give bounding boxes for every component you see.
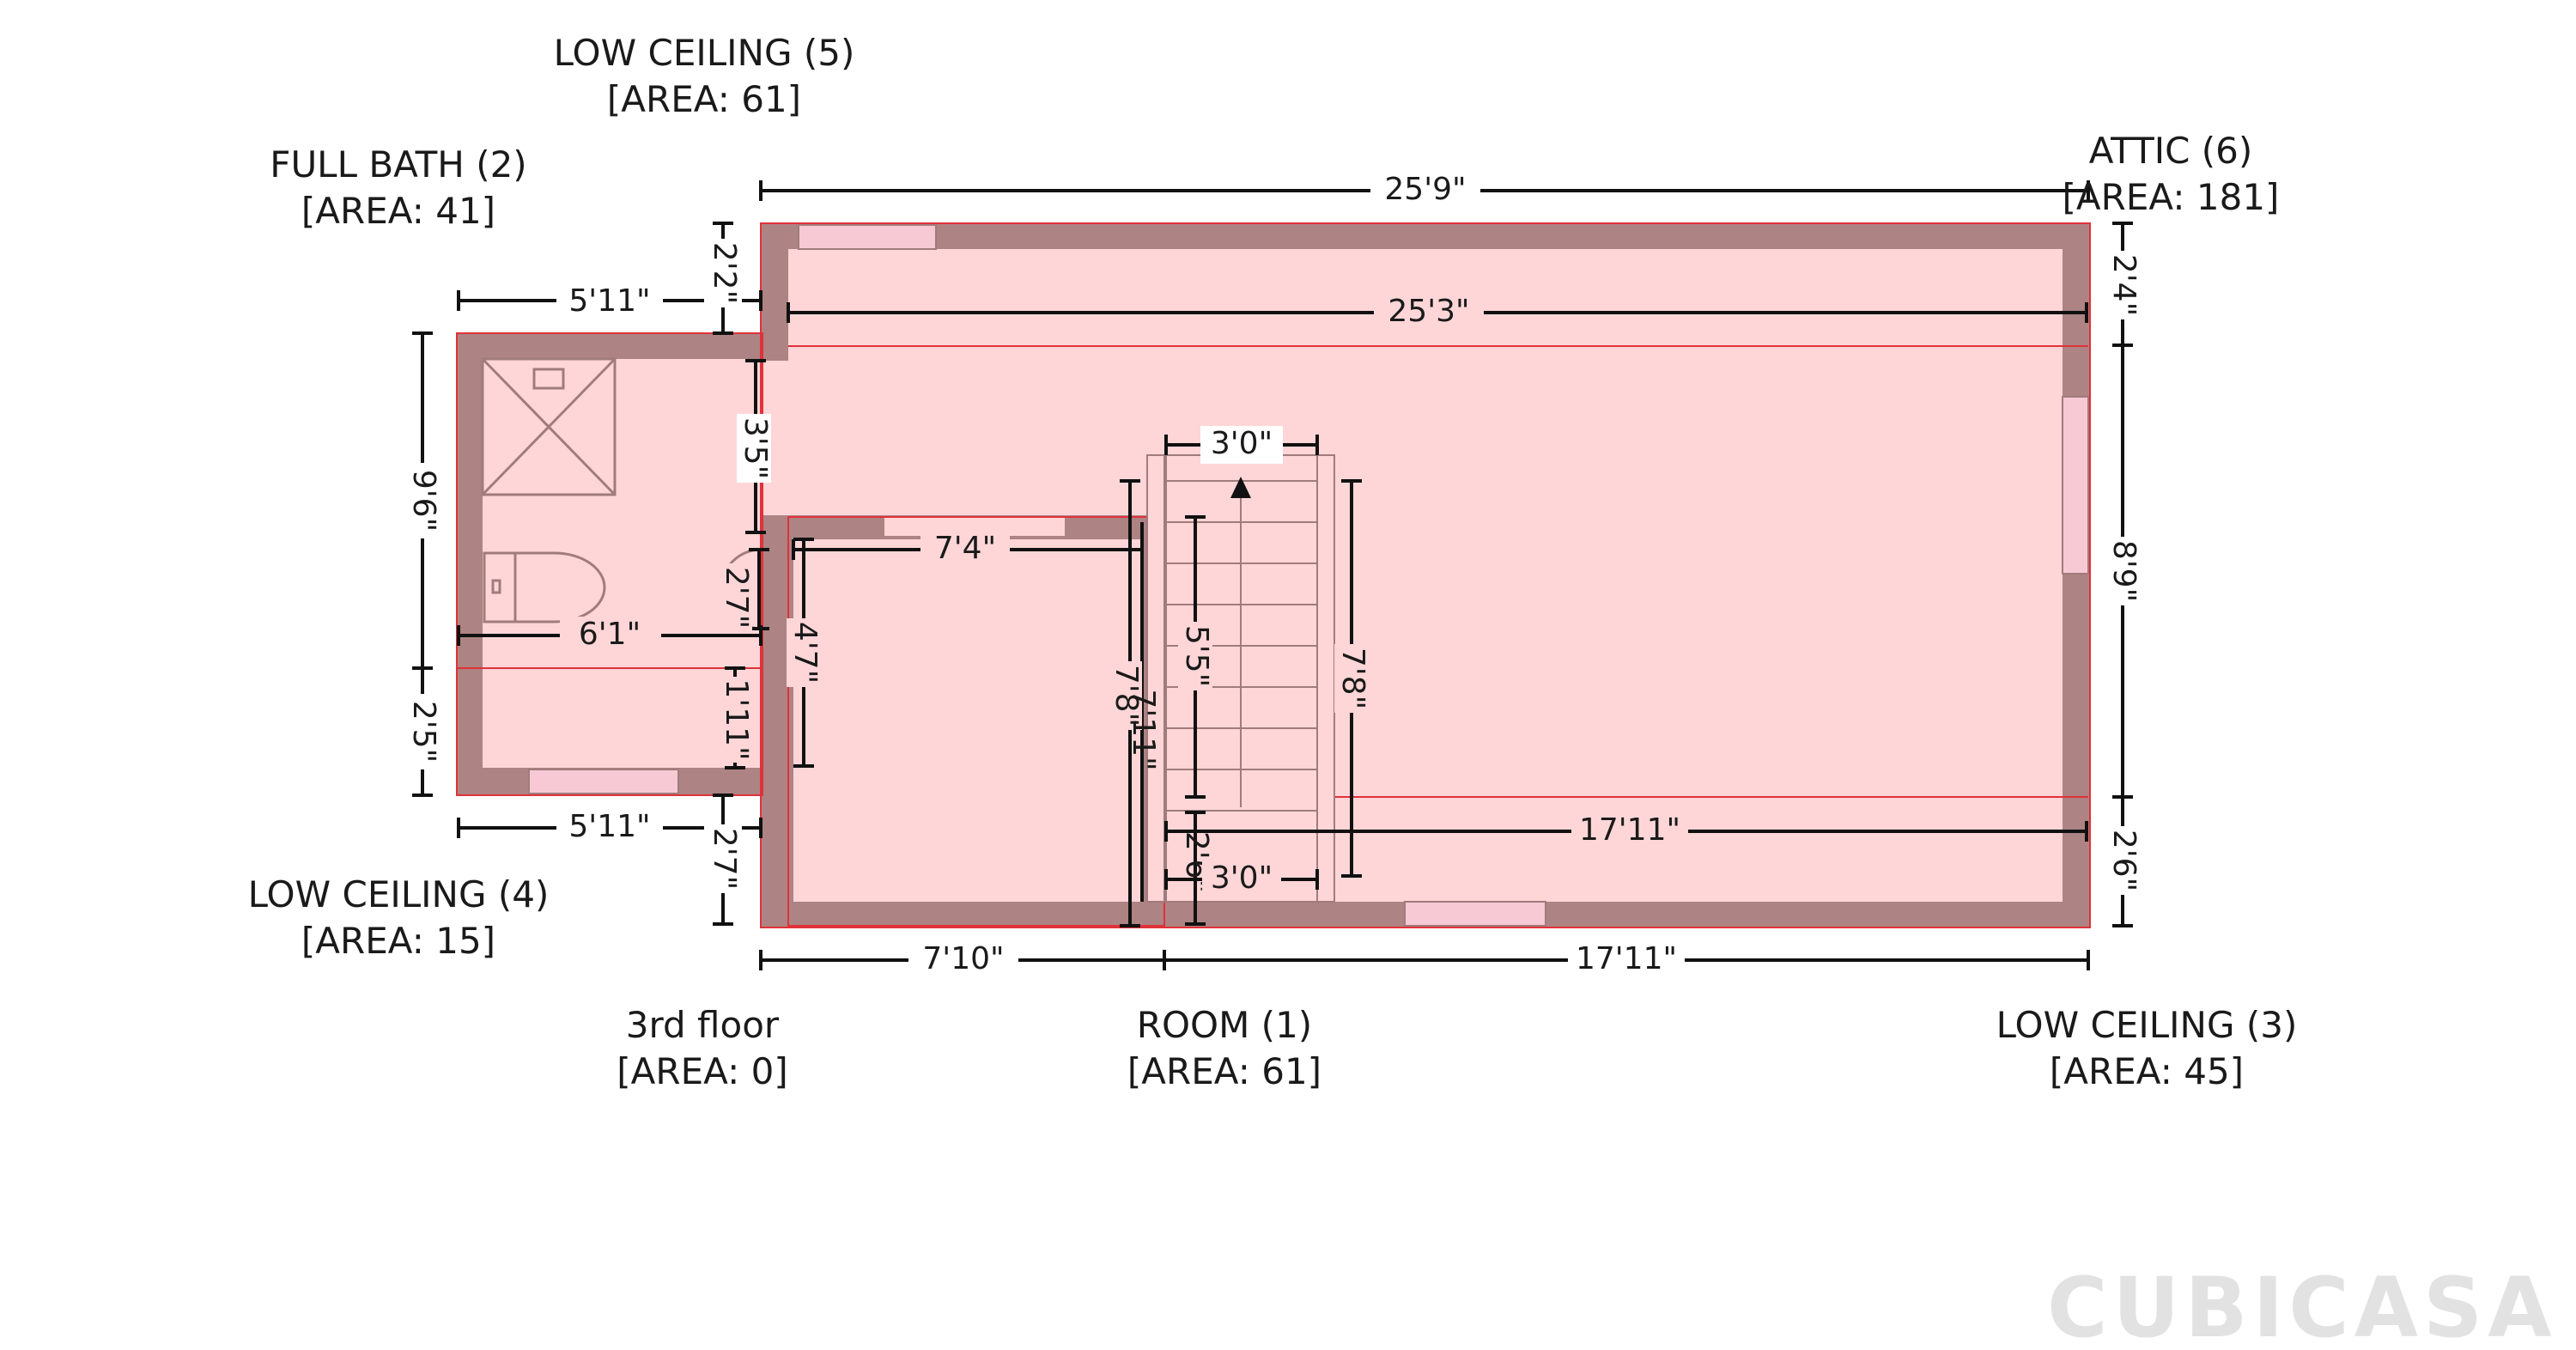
- dim-bath-bottom-right: 2'7": [707, 828, 742, 890]
- area-low-ceiling-3: [AREA: 45]: [2050, 1050, 2244, 1092]
- window-bath: [528, 769, 679, 794]
- area-attic-6: [AREA: 181]: [2063, 176, 2280, 218]
- dim-left-lower: 2'5": [406, 701, 441, 763]
- area-full-bath-2: [AREA: 41]: [301, 190, 495, 232]
- dim-low3-width: 17'11": [1579, 812, 1680, 848]
- label-full-bath-2: FULL BATH (2): [270, 143, 526, 185]
- window-right: [2062, 396, 2089, 575]
- dim-attic-inner: 25'3": [1388, 294, 1469, 329]
- dim-bottom-left: 7'10": [922, 941, 1004, 976]
- stair-rail-right: [1316, 454, 1335, 903]
- dim-corridor-mid: 3'5": [738, 417, 773, 479]
- area-room-1: [AREA: 61]: [1127, 1050, 1321, 1092]
- room1-interior: [793, 539, 1142, 902]
- dim-left-upper: 9'6": [406, 470, 441, 532]
- shower-icon: [481, 357, 617, 496]
- dim-stair-total: 7'8": [1335, 648, 1370, 709]
- window-bottom: [1404, 901, 1546, 927]
- bath-interior: [483, 359, 762, 768]
- stair-rail-left: [1146, 454, 1165, 903]
- dim-stair-run: 5'5": [1179, 625, 1214, 687]
- dim-stair-width-bottom: 3'0": [1211, 860, 1273, 896]
- label-low-ceiling-5: LOW CEILING (5): [554, 32, 855, 74]
- label-room-1: ROOM (1): [1137, 1004, 1312, 1046]
- dim-room-width: 7'4": [934, 531, 996, 566]
- stairs: [1146, 454, 1335, 903]
- dim-top-overall: 25'9": [1384, 172, 1466, 207]
- dim-room-full-height-b: 7'11": [1126, 689, 1161, 770]
- dim-bottom-right: 17'11": [1576, 941, 1677, 976]
- cubicasa-logo: CUBICASA: [2047, 1260, 2556, 1350]
- dim-stair-width-top: 3'0": [1211, 426, 1273, 461]
- dim-sink: 2'7": [719, 567, 754, 629]
- window-top: [798, 224, 937, 250]
- area-3rd-floor: [AREA: 0]: [617, 1050, 787, 1092]
- label-low-ceiling-4: LOW CEILING (4): [248, 873, 550, 915]
- windows: [528, 224, 2089, 927]
- dimension-labels: 25'9" 25'3" 5'11" 5'11" 6'1" 9'6" 2'5" 2…: [404, 170, 2142, 979]
- stair-arrow-icon: [1230, 477, 1251, 498]
- dim-bath-right-lower: 1'11": [719, 678, 754, 760]
- dim-room-depth: 4'7": [787, 622, 823, 684]
- label-attic-6: ATTIC (6): [2089, 130, 2253, 172]
- dim-right-top: 2'4": [2106, 254, 2142, 316]
- label-3rd-floor: 3rd floor: [626, 1004, 780, 1046]
- area-low-ceiling-4: [AREA: 15]: [301, 920, 495, 962]
- dim-bath-bottom: 5'11": [568, 809, 650, 844]
- dim-right-bottom: 2'6": [2106, 830, 2142, 891]
- dim-room-full-height: 7'8": [1109, 665, 1144, 727]
- dim-bath-inner: 6'1": [579, 617, 641, 652]
- dim-corridor-top: 2'2": [707, 242, 742, 304]
- outline-bath: [456, 332, 763, 796]
- area-low-ceiling-5: [AREA: 61]: [607, 78, 801, 120]
- dim-bath-top: 5'11": [568, 283, 650, 319]
- room-labels: LOW CEILING (5) [AREA: 61] FULL BATH (2)…: [248, 32, 2298, 1092]
- dim-right-mid: 8'9": [2106, 540, 2142, 602]
- label-low-ceiling-3: LOW CEILING (3): [1996, 1004, 2298, 1046]
